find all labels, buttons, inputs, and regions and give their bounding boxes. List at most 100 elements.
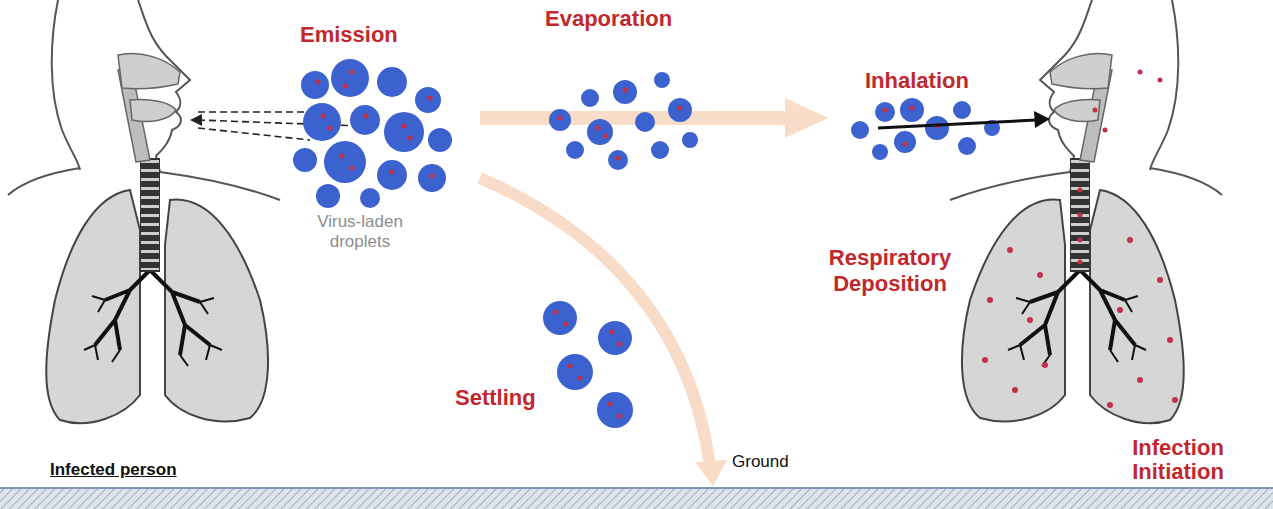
virus-dot [596, 126, 601, 131]
droplet [384, 112, 424, 152]
virus-dot [578, 376, 583, 381]
droplet [428, 128, 452, 152]
virus-dot [568, 364, 573, 369]
droplet [654, 72, 670, 88]
virus-dot [608, 402, 613, 407]
droplet [331, 59, 369, 97]
stage-label: Settling [455, 385, 536, 411]
droplets [293, 59, 1000, 428]
ground-line [0, 487, 1273, 489]
droplet [557, 354, 593, 390]
virus-dot [1093, 108, 1098, 113]
virus-dot [610, 330, 615, 335]
droplet [377, 160, 407, 190]
virus-dot [316, 80, 321, 85]
virus-dot [1138, 70, 1143, 75]
virus-dot [328, 126, 333, 131]
droplet [668, 98, 692, 122]
arrowhead [190, 114, 202, 126]
droplet [350, 105, 380, 135]
droplet [958, 137, 976, 155]
arrowhead [695, 460, 727, 486]
stage-label: Respiratory Deposition [820, 245, 960, 297]
virus-dot [1042, 362, 1048, 368]
droplet [872, 144, 888, 160]
virus-dot [903, 142, 908, 147]
virus-dot [604, 134, 609, 139]
virus-dot [618, 342, 623, 347]
virus-dot [1107, 402, 1113, 408]
virus-dot [554, 310, 559, 315]
virus-dot [390, 170, 395, 175]
droplet [635, 112, 655, 132]
droplet-label: Virus-laden droplets [300, 212, 420, 252]
virus-dot [1012, 387, 1018, 393]
arrowhead [785, 98, 828, 138]
virus-dot [1037, 272, 1043, 278]
person-label: Infected person [50, 460, 177, 480]
virus-dot [910, 106, 915, 111]
droplet [543, 301, 577, 335]
droplet [587, 119, 613, 145]
virus-dot [1127, 237, 1133, 243]
droplet [597, 392, 633, 428]
virus-dot [1007, 247, 1013, 253]
droplet [418, 164, 446, 192]
settling-arrow [480, 178, 710, 466]
droplet [598, 321, 632, 355]
virus-dot [350, 70, 355, 75]
virus-dot [987, 297, 993, 303]
droplet [549, 109, 571, 131]
droplet [316, 184, 340, 208]
droplet [953, 101, 971, 119]
arrowhead [1034, 111, 1050, 128]
droplet [608, 150, 628, 170]
virus-dot [1158, 78, 1163, 83]
droplet [851, 121, 869, 139]
ground-label: Ground [732, 452, 789, 472]
droplet [875, 102, 895, 122]
virus-dot [1078, 238, 1083, 243]
virus-dot [883, 108, 888, 113]
virus-dot [430, 174, 435, 179]
droplet [360, 188, 380, 208]
virus-dot [428, 96, 433, 101]
stage-label: Emission [300, 22, 398, 48]
droplet [900, 98, 924, 122]
ground-band [0, 488, 1273, 509]
virus-dot [1157, 277, 1163, 283]
dashed-line [198, 128, 310, 140]
virus-dot [1172, 397, 1178, 403]
virus-dot [1117, 307, 1123, 313]
droplet [682, 132, 698, 148]
droplet [324, 141, 366, 183]
stage-label: Evaporation [545, 6, 672, 32]
droplet [301, 71, 329, 99]
virus-dot [408, 136, 413, 141]
inhalation-arrow [878, 120, 1036, 128]
virus-dot [1103, 128, 1108, 133]
droplet [581, 89, 599, 107]
droplet [303, 103, 341, 141]
infected-person-figure [8, 0, 280, 423]
droplet [613, 80, 637, 104]
stage-label: Infection Initiation [1112, 436, 1244, 484]
stage-label: Inhalation [865, 68, 969, 94]
virus-dot [364, 114, 369, 119]
exposed-person-figure [950, 0, 1222, 423]
droplet [415, 87, 441, 113]
virus-dot [1137, 377, 1143, 383]
droplet [894, 131, 916, 153]
virus-dot [616, 156, 621, 161]
virus-dot [1027, 317, 1033, 323]
droplet [651, 141, 669, 159]
droplet [293, 148, 317, 172]
virus-dot [321, 114, 326, 119]
virus-dot [402, 124, 407, 129]
virus-dot [623, 88, 628, 93]
droplet [925, 116, 949, 140]
virus-dot [564, 322, 569, 327]
droplet [566, 141, 584, 159]
virus-dot [350, 166, 355, 171]
